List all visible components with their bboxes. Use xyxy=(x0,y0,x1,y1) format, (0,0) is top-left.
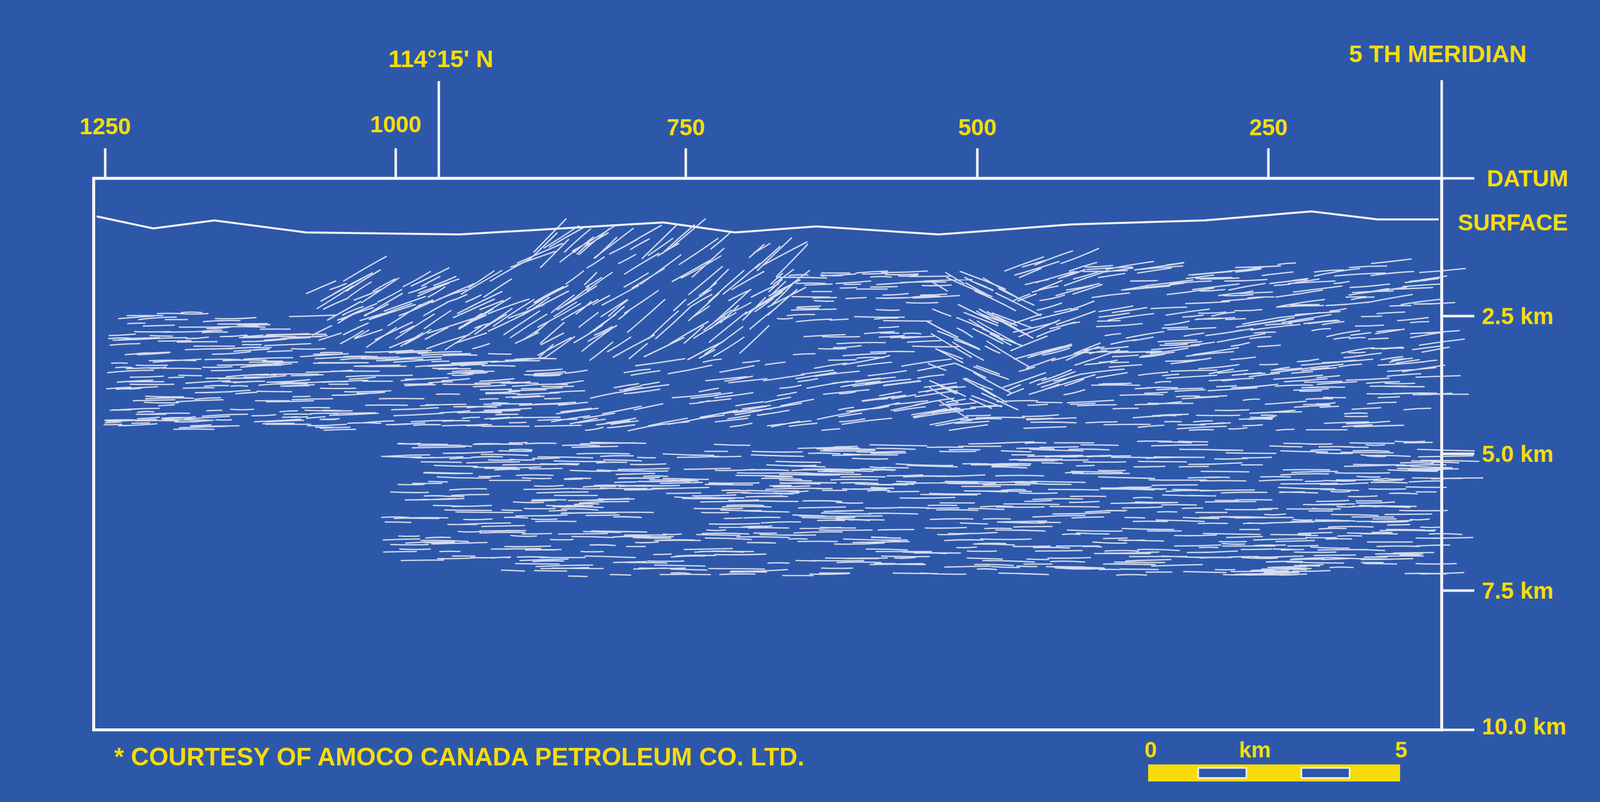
depth-label: 10.0 km xyxy=(1481,714,1567,738)
shotpoint-number: 750 xyxy=(666,115,706,139)
scale-label: km xyxy=(1238,738,1271,761)
surface-line xyxy=(96,211,1439,235)
depth-label: 2.5 km xyxy=(1481,304,1554,328)
shotpoint-number: 500 xyxy=(958,115,997,139)
datum-label: DATUM xyxy=(1486,166,1569,190)
latitude-label: 114°15' N xyxy=(388,47,493,72)
shotpoint-number: 250 xyxy=(1249,115,1288,139)
credit-note: * COURTESY OF AMOCO CANADA PETROLEUM CO.… xyxy=(114,744,805,770)
depth-label: 5.0 km xyxy=(1481,442,1554,466)
shotpoint-number: 1250 xyxy=(79,114,131,138)
shotpoint-number: 1000 xyxy=(370,112,422,136)
meridian-label: 5 TH MERIDIAN xyxy=(1349,42,1527,67)
scale-bar xyxy=(1148,764,1401,782)
scale-label: 0 xyxy=(1144,738,1157,761)
depth-label: 7.5 km xyxy=(1481,579,1554,603)
scale-label: 5 xyxy=(1395,738,1408,761)
surface-label: SURFACE xyxy=(1457,210,1568,234)
reflector-strokes xyxy=(104,218,1483,577)
